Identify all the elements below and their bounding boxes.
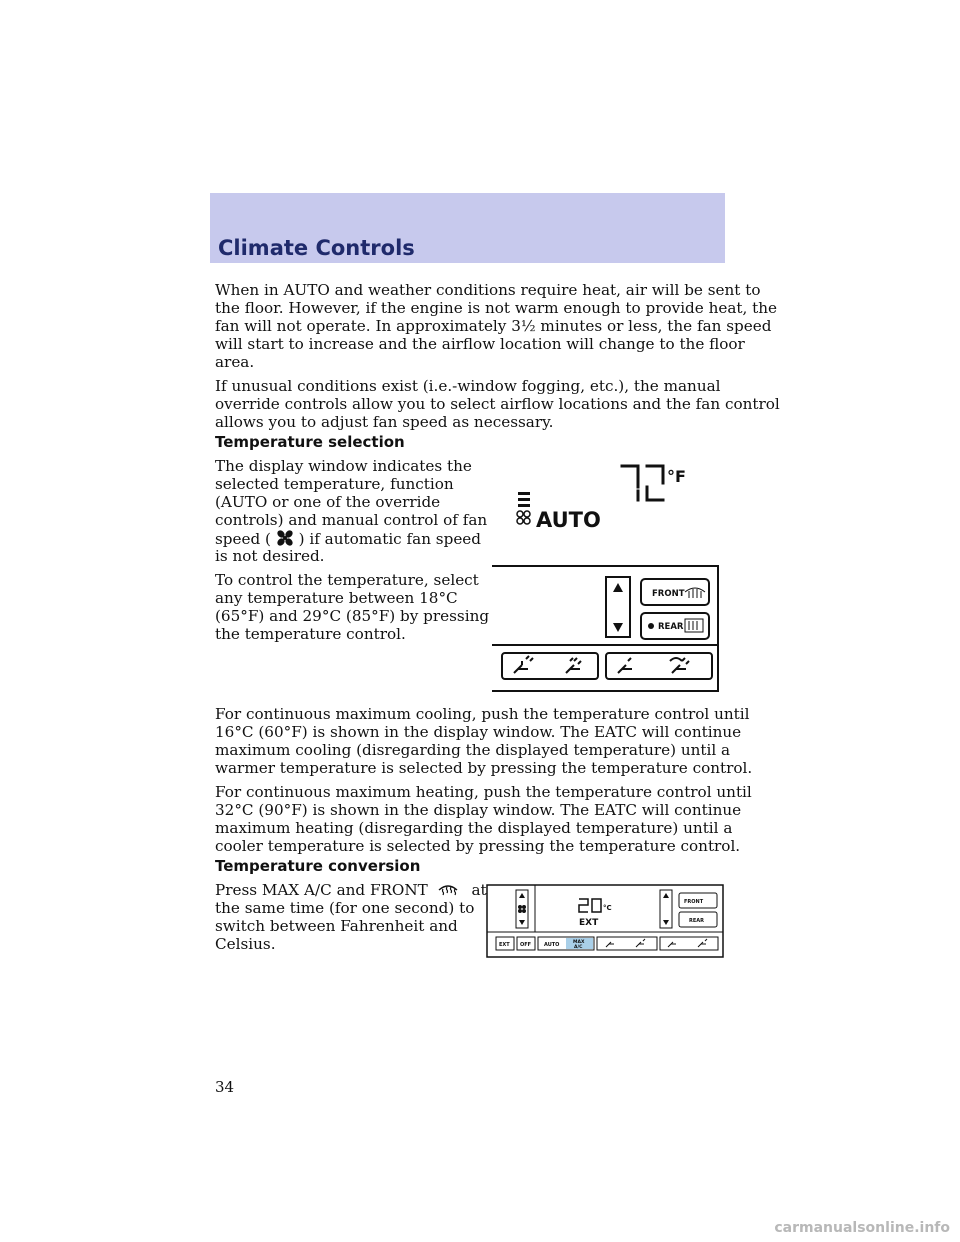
p7-line-2: the same time (for one second) to: [215, 899, 475, 917]
p5-line-2: 16°C (60°F) is shown in the display wind…: [215, 723, 742, 741]
p1-line-1: When in AUTO and weather conditions requ…: [215, 281, 761, 299]
temp-down-arrow-icon: [613, 623, 623, 632]
p3-line-1: The display window indicates the: [215, 457, 472, 475]
display-unit: °F: [667, 467, 686, 486]
p2-line-3: allows you to adjust fan speed as necess…: [215, 413, 554, 431]
climate-control-panel: FRONT REAR: [492, 565, 720, 692]
press-text: Press MAX A/C and FRONT: [215, 881, 428, 899]
at-text: at: [471, 881, 487, 899]
small-front-label: FRONT: [684, 899, 704, 905]
front-defrost-icon: [437, 881, 459, 901]
small-temp-unit: °C: [603, 904, 612, 912]
small-off-button-label: OFF: [520, 942, 531, 948]
p7-line-3: switch between Fahrenheit and: [215, 917, 458, 935]
airflow-button-right[interactable]: [605, 652, 713, 680]
small-climate-panel: °C EXT FRONT REAR EXT OFF AUTO MAX A/C: [486, 884, 724, 958]
p2-line-1: If unusual conditions exist (i.e.-window…: [215, 377, 721, 395]
rear-label: REAR: [658, 622, 684, 632]
page-number: 34: [215, 1078, 235, 1096]
small-front-button[interactable]: [678, 892, 718, 909]
p3-line-5: speed ( ) if automatic fan speed: [215, 529, 481, 551]
p5-line-3: maximum cooling (disregarding the displa…: [215, 741, 731, 759]
speed-text-before: speed (: [215, 530, 271, 548]
small-rear-button[interactable]: [678, 911, 718, 928]
small-max-ac-button[interactable]: [566, 938, 593, 949]
rear-indicator-icon: [648, 623, 654, 629]
p5-line-1: For continuous maximum cooling, push the…: [215, 705, 750, 723]
p1-line-4: will start to increase and the airflow l…: [215, 335, 745, 353]
p4-line-1: To control the temperature, select: [215, 571, 479, 589]
p6-line-2: 32°C (90°F) is shown in the display wind…: [215, 801, 742, 819]
small-ext-label: EXT: [579, 918, 599, 928]
temperature-display: °F AUTO: [510, 458, 710, 533]
small-auto-button-label[interactable]: AUTO: [544, 942, 559, 948]
fan-icon: [276, 529, 294, 551]
p1-line-5: area.: [215, 353, 255, 371]
temp-up-arrow-icon: [613, 583, 623, 592]
small-temp-control[interactable]: [659, 889, 673, 929]
p2-line-2: override controls allow you to select ai…: [215, 395, 780, 413]
speed-text-after: ) if automatic fan speed: [298, 530, 482, 548]
small-ext-button[interactable]: [495, 936, 515, 951]
display-mode: AUTO: [536, 508, 601, 532]
page-title: Climate Controls: [218, 236, 415, 260]
p3-line-6: is not desired.: [215, 547, 325, 565]
small-off-button[interactable]: [516, 936, 536, 951]
front-label: FRONT: [652, 589, 685, 599]
p5-line-4: warmer temperature is selected by pressi…: [215, 759, 753, 777]
p3-line-2: selected temperature, function: [215, 475, 454, 493]
small-airflow-right[interactable]: [659, 936, 719, 951]
p6-line-1: For continuous maximum heating, push the…: [215, 783, 752, 801]
p3-line-4: controls) and manual control of fan: [215, 511, 488, 529]
airflow-icons: [513, 655, 690, 674]
p6-line-4: cooler temperature is selected by pressi…: [215, 837, 741, 855]
p6-line-3: maximum heating (disregarding the displa…: [215, 819, 733, 837]
p4-line-4: the temperature control.: [215, 625, 406, 643]
p3-line-3: (AUTO or one of the override: [215, 493, 441, 511]
small-max-label: MAX: [573, 939, 585, 945]
small-airflow-left[interactable]: [596, 936, 658, 951]
small-ac-label: A/C: [574, 944, 583, 950]
heading-temperature-selection: Temperature selection: [215, 433, 405, 451]
rear-defrost-panel-icon: [684, 618, 704, 633]
p7-line-4: Celsius.: [215, 935, 276, 953]
airflow-button-left[interactable]: [501, 652, 599, 680]
front-defrost-button[interactable]: [640, 578, 710, 606]
display-fan-icon: [516, 510, 531, 525]
p1-line-3: fan will not operate. In approximately 3…: [215, 317, 772, 335]
front-defrost-panel-icon: [684, 587, 706, 598]
p7-line-1: Press MAX A/C and FRONT at: [215, 881, 487, 901]
small-fan-control[interactable]: [515, 889, 529, 929]
small-fan-icon: [518, 905, 526, 913]
header-band: Climate Controls: [210, 193, 725, 263]
small-rear-label: REAR: [689, 918, 704, 924]
p4-line-3: (65°F) and 29°C (85°F) by pressing: [215, 607, 490, 625]
footer-watermark: carmanualsonline.info: [774, 1220, 950, 1236]
p1-line-2: the floor. However, if the engine is not…: [215, 299, 778, 317]
small-ext-button-label: EXT: [499, 942, 510, 948]
heading-temperature-conversion: Temperature conversion: [215, 857, 421, 875]
p4-line-2: any temperature between 18°C: [215, 589, 458, 607]
